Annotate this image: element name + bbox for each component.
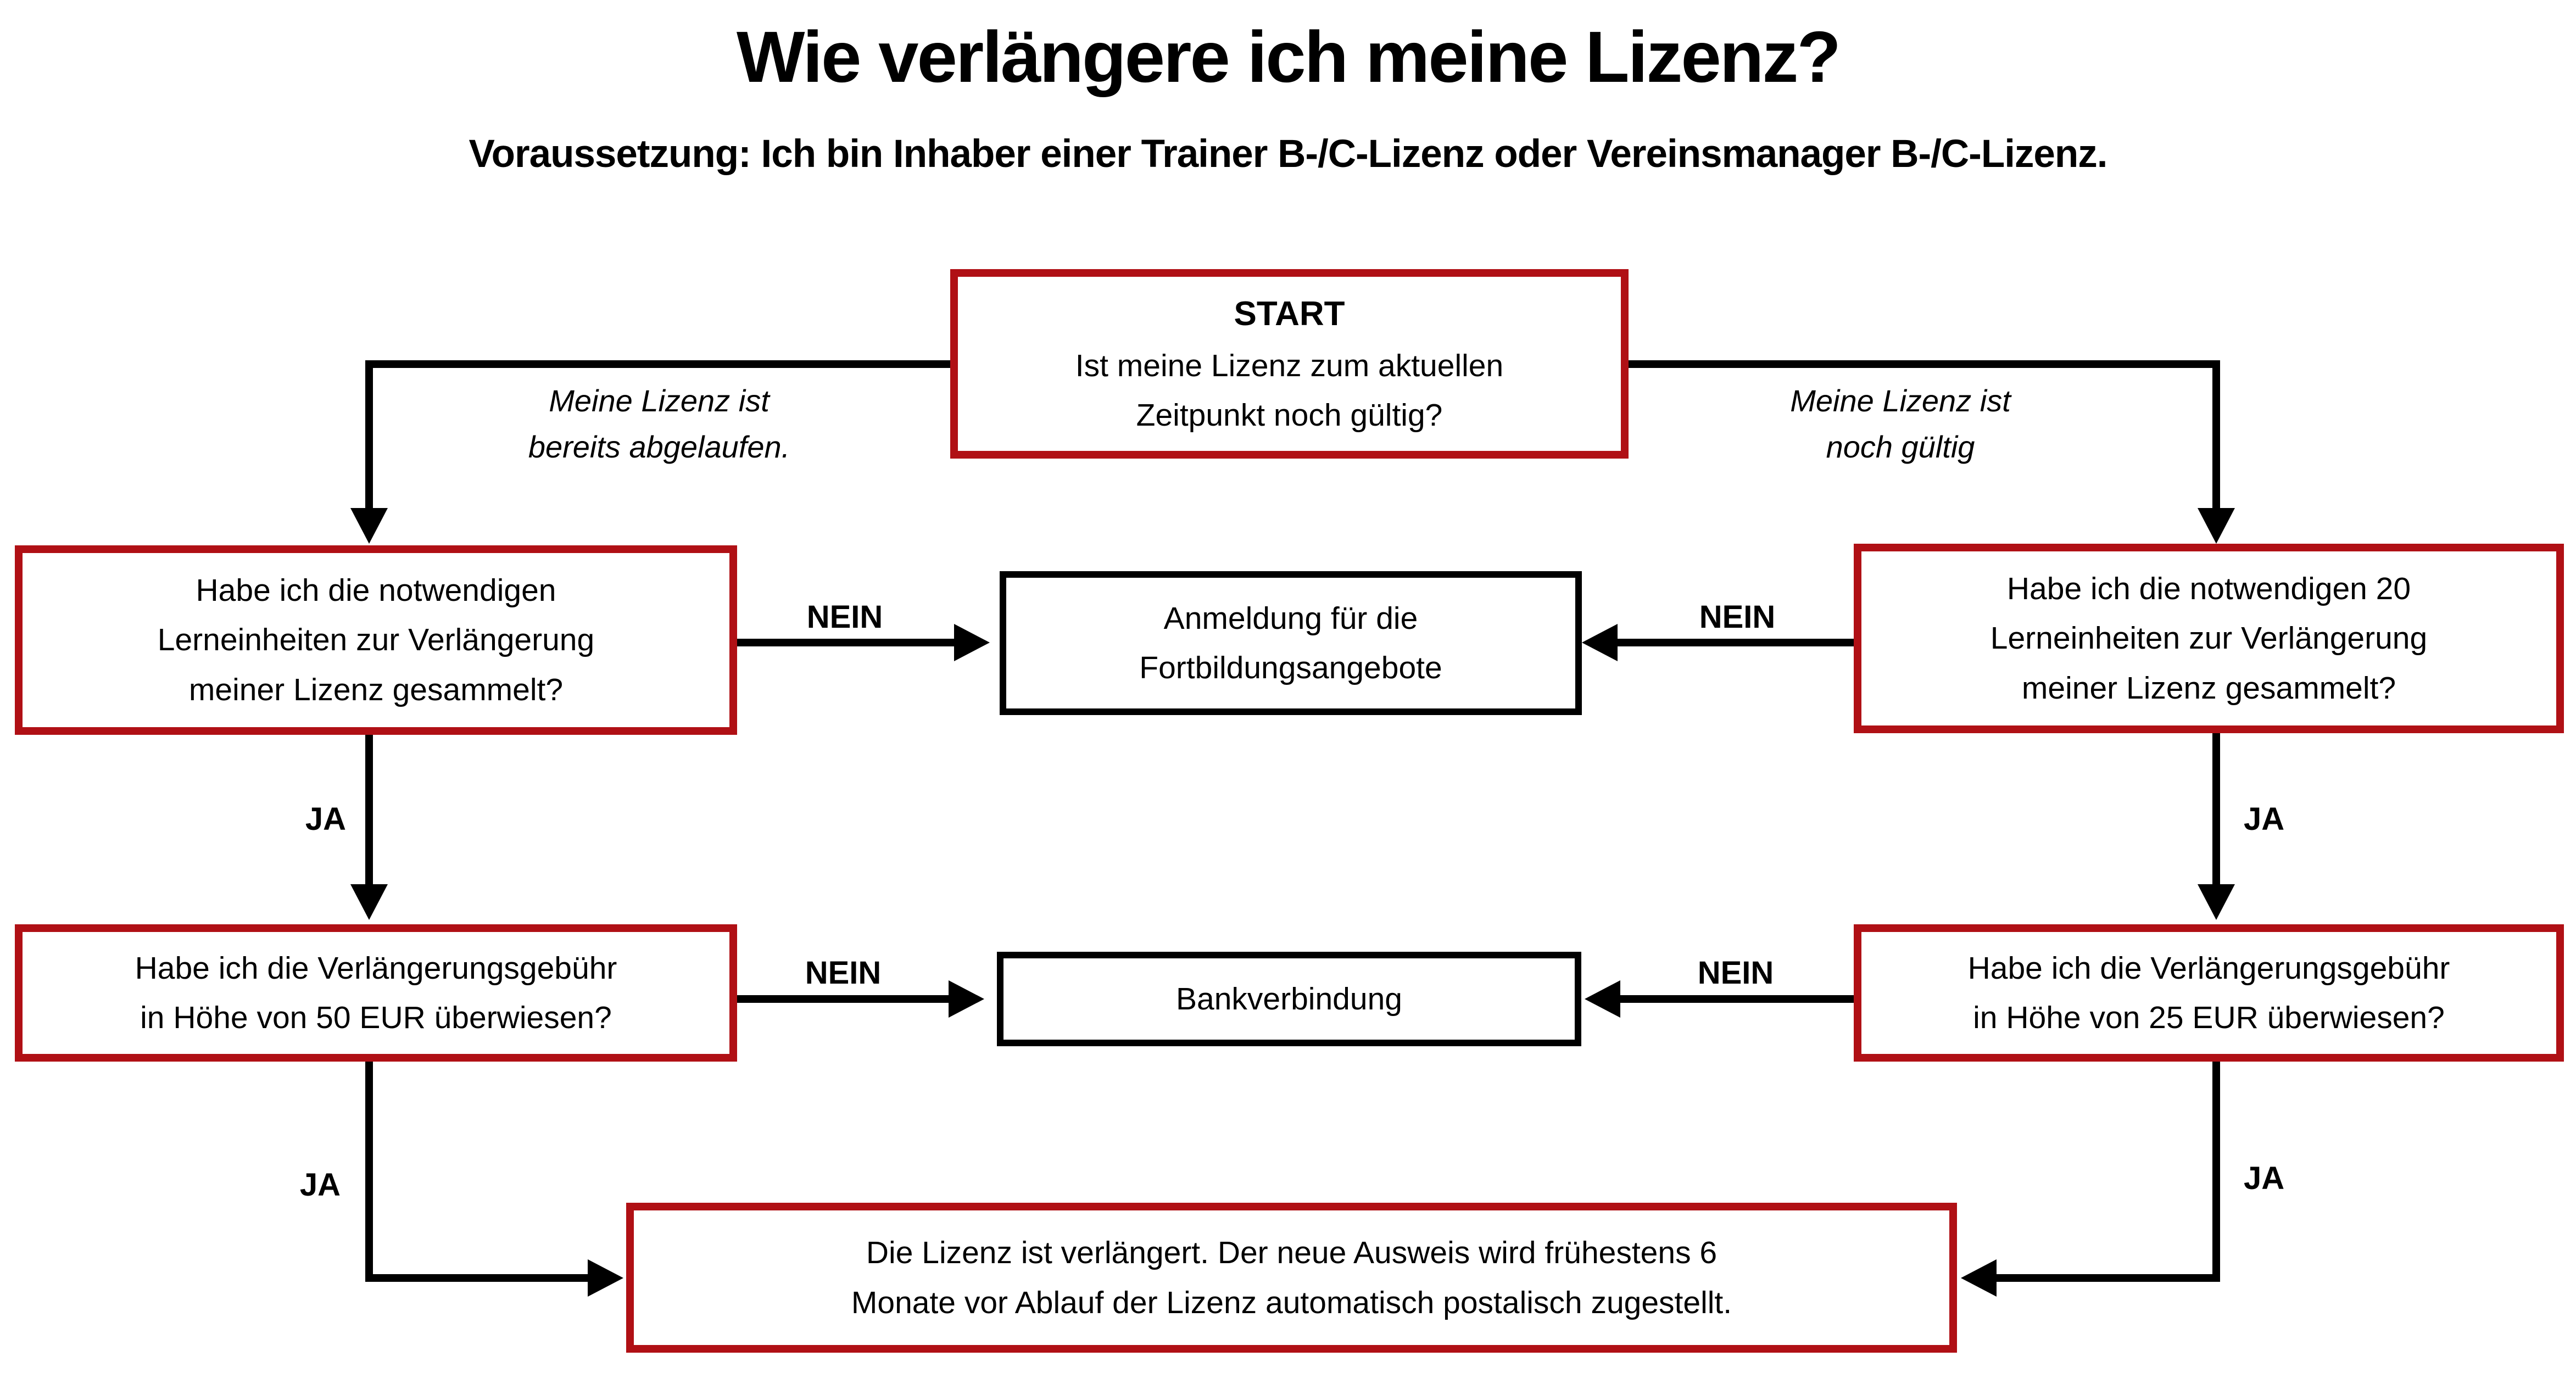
- start-node: START Ist meine Lizenz zum aktuellen Zei…: [950, 269, 1629, 459]
- edge-label-nein-left-bottom: NEIN: [805, 955, 882, 991]
- arrow-leftq1-nein: [737, 624, 990, 661]
- arrow-start-to-left: [350, 360, 950, 544]
- arrow-start-to-right: [1629, 360, 2235, 544]
- arrow-leftq1-ja: [350, 735, 388, 920]
- question-right-learning-units: Habe ich die notwendigen 20 Lerneinheite…: [1854, 544, 2564, 733]
- arrow-rightq2-nein: [1585, 980, 1854, 1018]
- edge-label-ja-right-top: JA: [2244, 801, 2285, 837]
- edge-label-nein-right-bottom: NEIN: [1697, 955, 1774, 991]
- arrow-rightq2-ja-result: [1961, 1062, 2220, 1297]
- branch-note-valid: Meine Lizenz ist noch gültig: [1790, 383, 2011, 464]
- page-subtitle: Voraussetzung: Ich bin Inhaber einer Tra…: [469, 132, 2108, 176]
- branch-note-expired: Meine Lizenz ist bereits abgelaufen.: [528, 383, 790, 464]
- edge-label-nein-right-top: NEIN: [1699, 599, 1776, 635]
- page-title: Wie verlängere ich meine Lizenz?: [736, 16, 1841, 97]
- action-training-registration: Anmeldung für die Fortbildungsangebote: [1000, 571, 1582, 715]
- edge-label-ja-left-top: JA: [305, 801, 346, 837]
- start-node-title: START: [1234, 295, 1345, 333]
- edge-label-ja-left-bottom: JA: [299, 1167, 341, 1203]
- question-left-learning-units: Habe ich die notwendigen Lerneinheiten z…: [15, 545, 737, 735]
- start-node-question: Ist meine Lizenz zum aktuellen Zeitpunkt…: [1075, 348, 1504, 433]
- edge-label-nein-left-top: NEIN: [806, 599, 883, 635]
- arrow-rightq1-nein: [1582, 624, 1854, 661]
- arrow-leftq2-ja-result: [365, 1062, 623, 1297]
- arrow-rightq1-ja: [2198, 733, 2235, 920]
- edge-label-ja-right-bottom: JA: [2244, 1160, 2285, 1196]
- question-right-fee-25: Habe ich die Verlängerungsgebühr in Höhe…: [1854, 924, 2564, 1062]
- arrow-leftq2-nein: [737, 980, 984, 1018]
- result-node: Die Lizenz ist verlängert. Der neue Ausw…: [626, 1203, 1957, 1353]
- question-left-fee-50: Habe ich die Verlängerungsgebühr in Höhe…: [15, 924, 737, 1062]
- action-bank-details: Bankverbindung: [997, 952, 1581, 1046]
